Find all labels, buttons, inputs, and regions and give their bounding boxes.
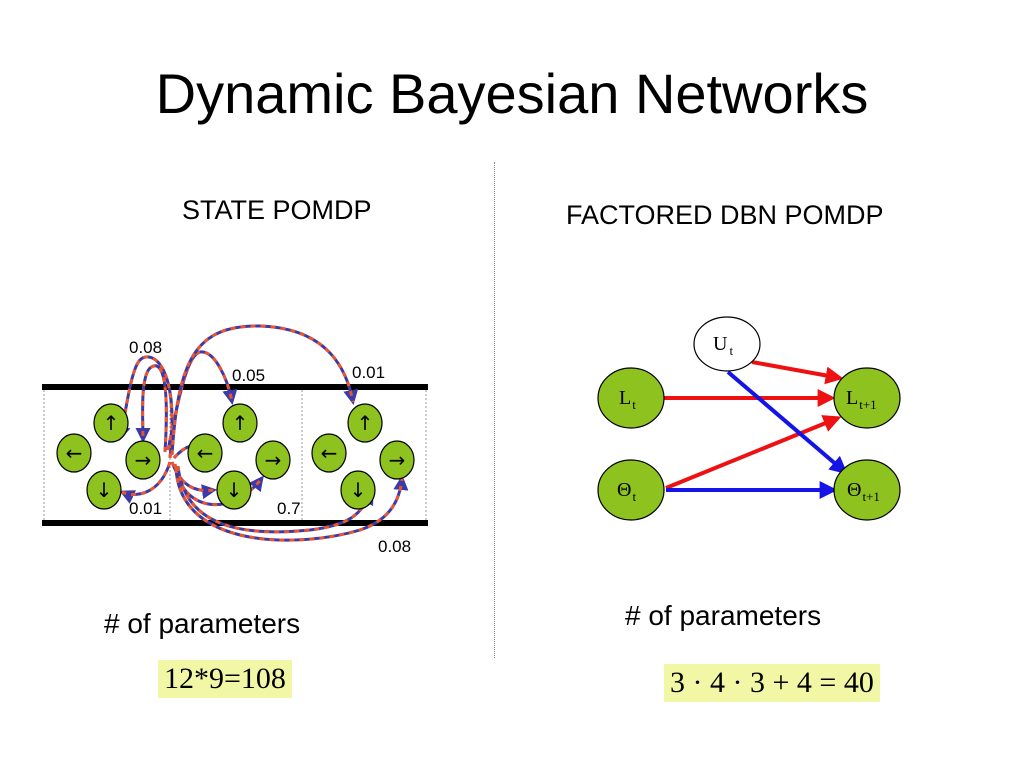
transition-arc — [135, 364, 168, 453]
state-pomdp-heading: STATE POMDP — [182, 195, 372, 225]
edge-u-to-lt1 — [751, 360, 844, 385]
transition-arc — [176, 465, 374, 534]
left-formula: 12*9=108 — [158, 660, 292, 698]
factored-dbn-heading: FACTORED DBN POMDP — [566, 200, 884, 230]
svg-text:Θt+1: Θt+1 — [847, 479, 880, 504]
node-l-t: Lt — [597, 367, 665, 429]
state-node-left-2: ← — [187, 433, 223, 473]
state-node-right-3: → — [379, 440, 415, 480]
state-node-down-3: ↓ — [340, 470, 376, 510]
svg-text:→: → — [389, 448, 406, 472]
edge-theta-to-lt1 — [665, 415, 842, 490]
prob-label: 0.08 — [129, 338, 162, 357]
transition-arc — [174, 467, 409, 542]
svg-text:↑: ↑ — [103, 411, 120, 435]
state-node-right-2: → — [255, 440, 291, 480]
left-params-label: # of parameters — [104, 608, 301, 639]
column-divider — [494, 162, 495, 658]
edge-u-to-theta1 — [726, 370, 848, 475]
node-theta-t: Θt — [597, 459, 665, 521]
prob-label: 0.7 — [277, 499, 301, 518]
svg-text:Ut: Ut — [713, 333, 733, 358]
svg-text:→: → — [265, 448, 282, 472]
state-node-up-3: ↑ — [347, 403, 383, 443]
state-pomdp-diagram: ↑ ← → ↓ ↑ ← → ↓ — [42, 324, 428, 556]
svg-text:Lt: Lt — [619, 387, 636, 412]
prob-label: 0.01 — [129, 499, 162, 518]
prob-label: 0.05 — [232, 366, 265, 385]
svg-text:Lt+1: Lt+1 — [846, 387, 877, 412]
slide-title: Dynamic Bayesian Networks — [155, 62, 869, 125]
transition-arc — [115, 355, 174, 459]
svg-text:→: → — [135, 448, 152, 472]
svg-text:←: ← — [197, 441, 214, 465]
svg-text:←: ← — [321, 441, 338, 465]
svg-text:↓: ↓ — [226, 478, 243, 502]
state-node-up-2: ↑ — [222, 403, 258, 443]
right-params-label: # of parameters — [625, 600, 822, 631]
state-node-down-1: ↓ — [86, 470, 122, 510]
svg-text:Θt: Θt — [617, 479, 636, 504]
transition-arc — [170, 324, 359, 456]
node-theta-t1: Θt+1 — [833, 459, 901, 521]
state-node-right-1: → — [125, 440, 161, 480]
state-node-left-3: ← — [311, 433, 347, 473]
state-node-up-1: ↑ — [93, 403, 129, 443]
right-formula: 3 · 4 · 3 + 4 = 40 — [664, 664, 880, 702]
prob-label: 0.01 — [352, 363, 385, 382]
svg-text:↑: ↑ — [357, 411, 374, 435]
state-node-down-2: ↓ — [216, 470, 252, 510]
transition-arc — [119, 461, 172, 504]
node-l-t1: Lt+1 — [833, 367, 901, 429]
svg-text:←: ← — [66, 441, 83, 465]
svg-text:↓: ↓ — [350, 478, 367, 502]
prob-label: 0.08 — [378, 537, 411, 556]
state-node-left-1: ← — [56, 433, 92, 473]
svg-text:↑: ↑ — [232, 411, 249, 435]
svg-text:↓: ↓ — [96, 478, 113, 502]
